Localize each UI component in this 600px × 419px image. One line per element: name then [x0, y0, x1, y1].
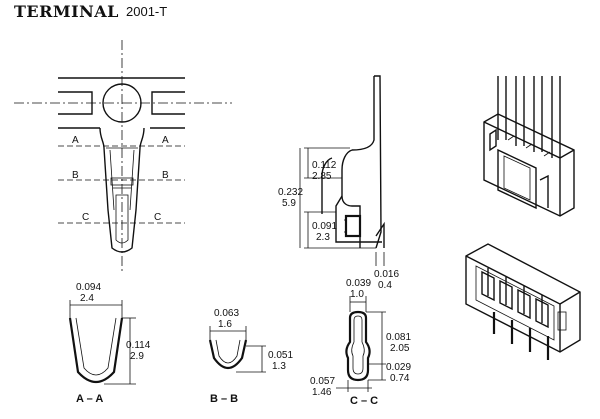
part-number: 2001-T [126, 4, 168, 19]
cc-height-inch: 0.081 [386, 332, 411, 343]
aa-height-mm: 2.9 [130, 351, 144, 362]
bb-width-mm: 1.6 [218, 319, 232, 330]
cc-width-mm: 1.46 [312, 387, 332, 398]
bb-width-inch: 0.063 [214, 308, 239, 319]
cc-caption: C – C [350, 395, 378, 407]
dim-23-mm: 2.3 [316, 232, 330, 243]
section-marker-c-right: C [154, 212, 161, 223]
aa-width-inch: 0.094 [76, 282, 101, 293]
drawing-title: TERMINAL [14, 2, 119, 21]
dim-0232-inch: 0.232 [278, 187, 303, 198]
aa-width-mm: 2.4 [80, 293, 94, 304]
section-marker-a-right: A [162, 135, 169, 146]
plan-view: A A B B C C [14, 40, 232, 272]
dim-285-mm: 2.85 [312, 171, 332, 182]
bb-caption: B – B [210, 393, 238, 405]
section-marker-c-left: C [82, 212, 89, 223]
dim-0091-inch: 0.091 [312, 221, 337, 232]
dim-04-mm: 0.4 [378, 280, 392, 291]
bb-height-inch: 0.051 [268, 350, 293, 361]
bb-height-mm: 1.3 [272, 361, 286, 372]
cc-height-mm: 2.05 [390, 343, 410, 354]
section-c-c: 0.039 1.0 0.081 2.05 0.029 0.74 0.057 1.… [310, 278, 411, 407]
dim-0112-inch: 0.112 [312, 160, 337, 171]
section-marker-b-left: B [72, 170, 79, 181]
section-marker-b-right: B [162, 170, 169, 181]
cc-width-inch: 0.057 [310, 376, 335, 387]
aa-height-inch: 0.114 [126, 340, 151, 351]
dim-59-mm: 5.9 [282, 198, 296, 209]
side-view: 0.112 2.85 0.232 5.9 0.091 2.3 0.016 0.4 [278, 75, 399, 291]
cc-base-mm: 0.74 [390, 373, 410, 384]
cc-base-inch: 0.029 [386, 362, 411, 373]
section-a-a: 0.094 2.4 0.114 2.9 A – A [68, 282, 151, 405]
section-marker-a-left: A [72, 135, 79, 146]
cc-top-mm: 1.0 [350, 289, 364, 300]
dim-0016-inch: 0.016 [374, 269, 399, 280]
housing-with-wires-illustration [483, 76, 575, 217]
pin-header-illustration [465, 243, 581, 360]
cc-top-inch: 0.039 [346, 278, 371, 289]
aa-caption: A – A [76, 393, 103, 405]
section-b-b: 0.063 1.6 0.051 1.3 B – B [208, 308, 293, 405]
